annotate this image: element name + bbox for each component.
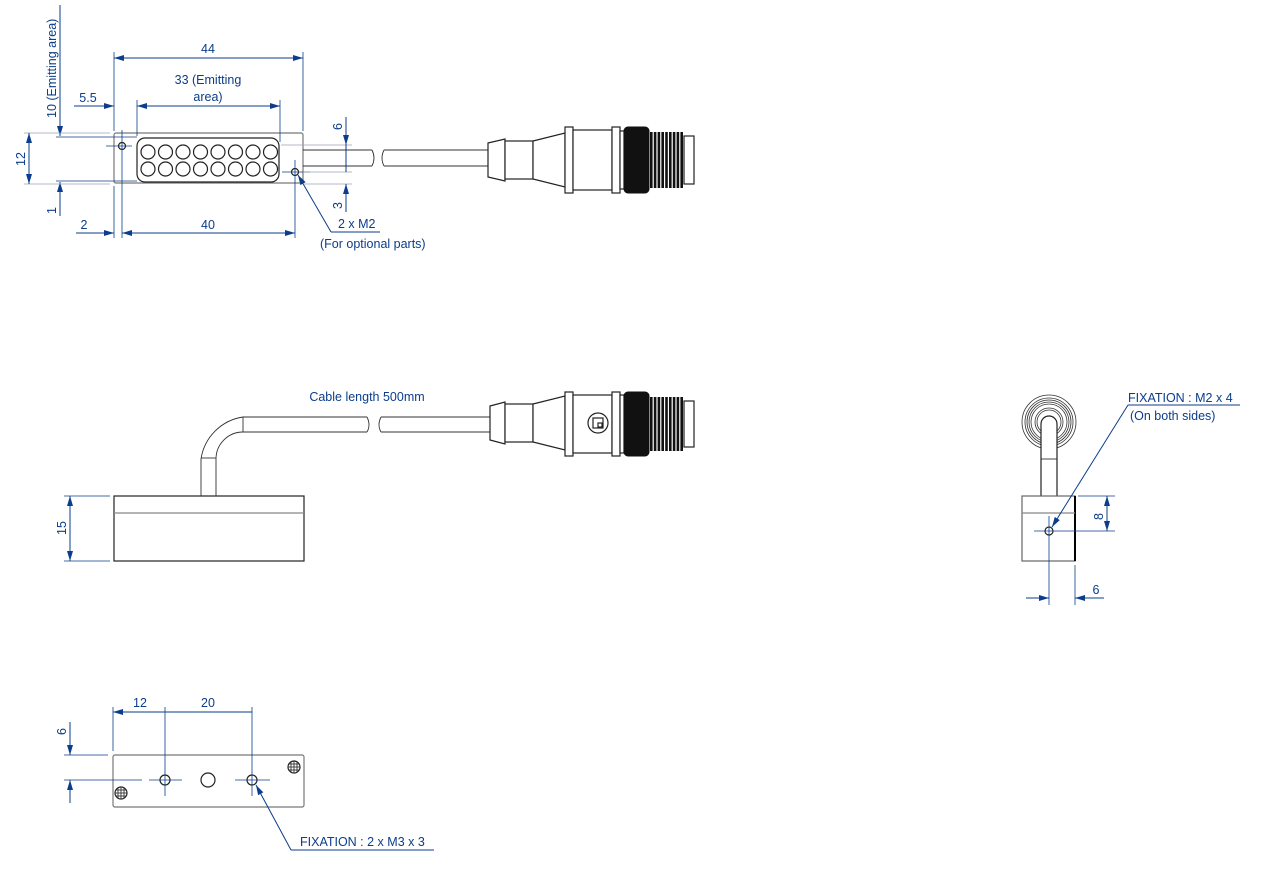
emitting-window (136, 137, 280, 183)
hole-note: 2 x M2 (338, 217, 376, 231)
led-grid (140, 144, 279, 177)
led (227, 161, 244, 177)
led (245, 144, 261, 160)
dim-10-emitting: 10 (Emitting area) (45, 19, 59, 118)
fixation-note-end: FIXATION : M2 x 4 (1128, 391, 1233, 405)
dim-2: 2 (81, 218, 88, 232)
thread-ridge (669, 397, 672, 451)
thread-ridge (672, 132, 676, 188)
light-body-end (1021, 495, 1076, 562)
cable-length-label: Cable length 500mm (309, 390, 424, 404)
led (157, 161, 174, 177)
dim-6-bottom: 6 (55, 728, 69, 735)
dim-33-line1: 33 (Emitting (175, 73, 242, 87)
dim-3-cable: 3 (331, 202, 345, 209)
led (157, 144, 174, 160)
thread-ridge (661, 397, 664, 451)
dim-33-line2: area) (193, 90, 222, 104)
thread-ridge (653, 397, 657, 451)
thread-ridge (657, 397, 661, 451)
thread-ridge (669, 132, 672, 188)
top-view: 44 33 (Emitting area) 5.5 10 (Emitting a… (14, 5, 695, 251)
hole-note-line2: (For optional parts) (320, 237, 426, 251)
end-view: 8 6 FIXATION : M2 x 4 (On both sides) (1021, 391, 1240, 605)
dim-5-5: 5.5 (79, 91, 96, 105)
light-body-side (113, 495, 305, 562)
thread-ridge (650, 397, 653, 451)
led (192, 144, 209, 160)
thread-ridge (676, 132, 680, 188)
led (210, 144, 226, 160)
led (140, 161, 156, 177)
thread-ridge (650, 132, 653, 188)
led (192, 161, 209, 177)
screw-right (287, 760, 301, 774)
dim-15: 15 (55, 521, 69, 535)
led (140, 144, 156, 160)
thread-ridge (661, 132, 664, 188)
led (175, 144, 191, 160)
dim-1: 1 (45, 207, 59, 214)
led (210, 161, 226, 177)
dim-40: 40 (201, 218, 215, 232)
thread-ridge (680, 397, 683, 451)
screw-left (114, 786, 128, 800)
led (262, 144, 279, 160)
led (245, 161, 261, 177)
cable-hole (200, 772, 216, 788)
dim-44: 44 (201, 42, 215, 56)
bottom-view: 12 20 6 FIXATION : 2 x M3 x 3 (55, 696, 434, 851)
fixation-note-bottom: FIXATION : 2 x M3 x 3 (300, 835, 425, 849)
thread-ridge (653, 132, 657, 188)
dim-6-end: 6 (1093, 583, 1100, 597)
m12-connector-top (487, 126, 695, 194)
dim-6-cable: 6 (331, 123, 345, 130)
side-view: Cable length 500mm 15 (55, 390, 695, 562)
dim-12: 12 (14, 152, 28, 166)
fixation-note-end-line2: (On both sides) (1130, 409, 1215, 423)
thread-ridge (665, 397, 668, 451)
thread-ridge (676, 397, 680, 451)
thread-ridge (672, 397, 676, 451)
led (262, 161, 279, 177)
thread-ridge (680, 132, 683, 188)
thread-ridge (665, 132, 668, 188)
thread-ridge (657, 132, 661, 188)
dim-20-bottom: 20 (201, 696, 215, 710)
led (227, 144, 244, 160)
m12-connector-side (489, 391, 695, 457)
dim-8: 8 (1092, 513, 1106, 520)
led (175, 161, 191, 177)
dim-12-bottom: 12 (133, 696, 147, 710)
